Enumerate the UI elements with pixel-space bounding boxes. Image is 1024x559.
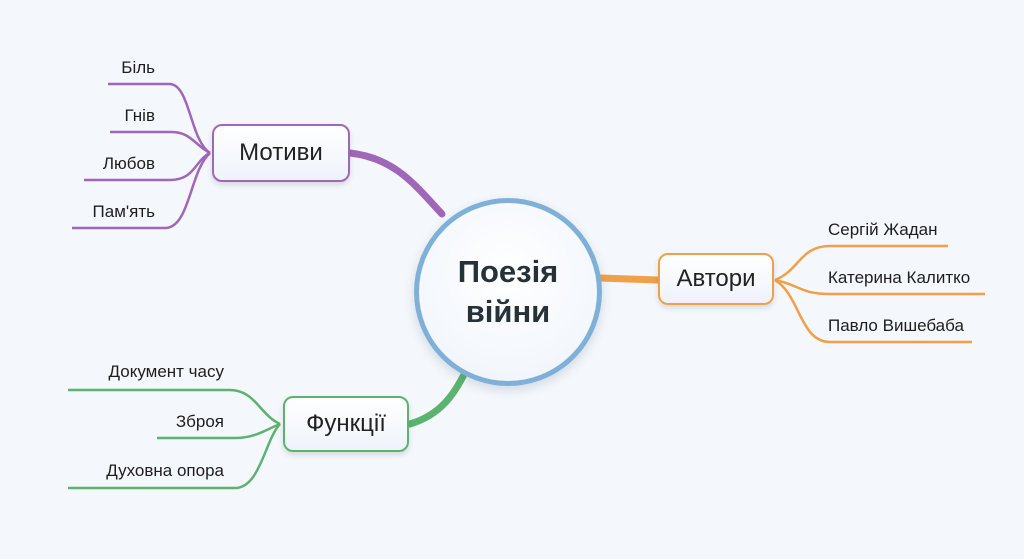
leaf-pain[interactable]: Біль xyxy=(121,58,155,78)
branch-authors-label: Автори xyxy=(676,265,756,292)
leaf-label: Павло Вишебаба xyxy=(828,316,964,335)
leaf-label: Гнів xyxy=(124,106,155,125)
leaf-label: Документ часу xyxy=(108,362,224,381)
branch-functions[interactable]: Функції xyxy=(283,396,409,452)
leaf-anger[interactable]: Гнів xyxy=(125,106,155,126)
central-topic[interactable]: Поезія війни xyxy=(414,198,602,386)
branch-motifs-label: Мотиви xyxy=(239,139,323,166)
leaf-label: Сергій Жадан xyxy=(828,220,938,239)
leaf-weapon[interactable]: Зброя xyxy=(176,412,224,432)
leaf-spiritual-support[interactable]: Духовна опора xyxy=(106,461,224,481)
leaf-label: Зброя xyxy=(175,412,224,431)
leaf-label: Духовна опора xyxy=(106,461,224,480)
branch-authors[interactable]: Автори xyxy=(658,253,774,305)
leaf-kalytko[interactable]: Катерина Калитко xyxy=(828,268,970,288)
leaf-label: Любов xyxy=(102,154,155,173)
branch-functions-label: Функції xyxy=(306,410,386,437)
leaf-label: Пам'ять xyxy=(92,202,155,221)
branch-motifs[interactable]: Мотиви xyxy=(212,124,350,182)
leaf-love[interactable]: Любов xyxy=(103,154,155,174)
central-topic-label: Поезія війни xyxy=(457,254,559,329)
leaf-vyshebaba[interactable]: Павло Вишебаба xyxy=(828,316,964,336)
leaf-label: Катерина Калитко xyxy=(828,268,971,287)
leaf-document-of-time[interactable]: Документ часу xyxy=(109,362,224,382)
leaf-zhadan[interactable]: Сергій Жадан xyxy=(828,220,938,240)
leaf-memory[interactable]: Пам'ять xyxy=(93,202,155,222)
leaf-label: Біль xyxy=(121,58,155,77)
